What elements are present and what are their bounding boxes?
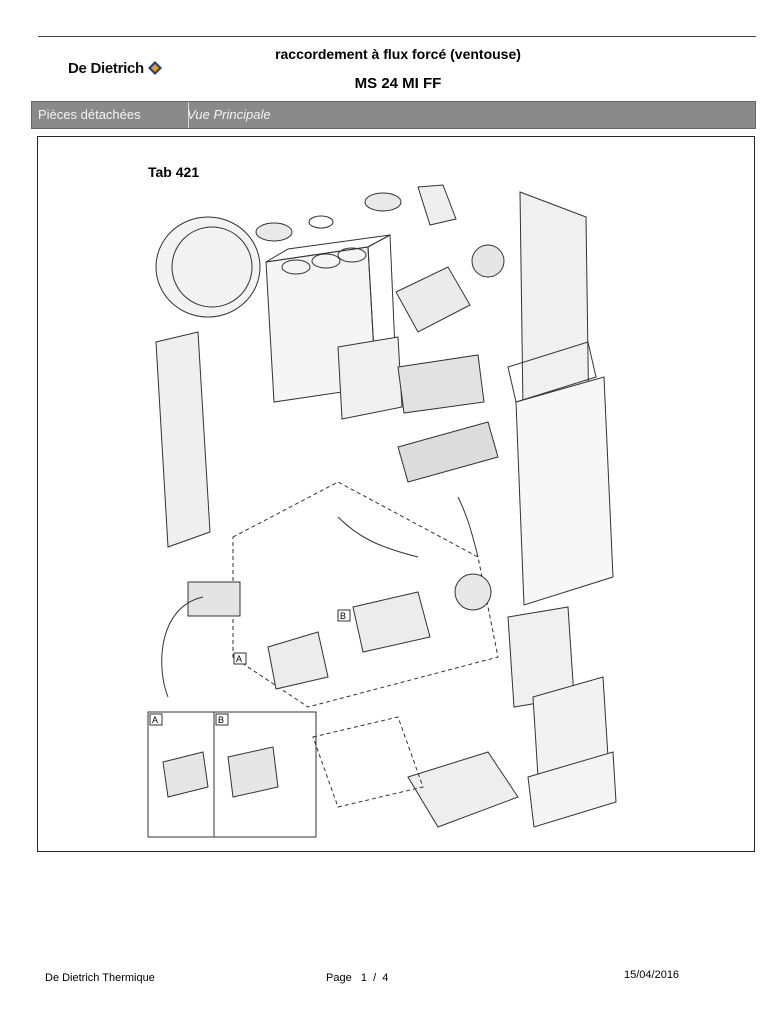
diagram-frame [37, 136, 755, 852]
model-title: MS 24 MI FF [354, 75, 442, 92]
footer-date: 15/04/2016 [624, 969, 680, 981]
footer-company: De Dietrich Thermique [45, 972, 155, 984]
document-title: raccordement à flux forcé (ventouse) [275, 46, 521, 62]
fan-hood [395, 266, 471, 333]
seal-kit-outline [312, 716, 424, 808]
diamond-logo-icon [147, 61, 162, 75]
view-label: Vue Principale [187, 107, 271, 122]
combustion-chamber [337, 336, 403, 420]
tab-label: Tab 421 [148, 164, 200, 180]
pump [454, 573, 492, 611]
exploded-parts-diagram: A B A B [147, 184, 617, 838]
brand-name: De Dietrich [68, 59, 144, 77]
burner [397, 421, 499, 483]
detail-inset [147, 711, 317, 838]
callout-a-label: A [236, 654, 242, 664]
hydraulic-block-a [267, 631, 329, 690]
front-casing [515, 376, 614, 606]
flue-cap [364, 192, 402, 212]
footer-page: Page 1 / 4 [326, 972, 389, 984]
header-rule [38, 36, 756, 37]
brand-logo: De Dietrich [68, 56, 188, 80]
detail-a-label: A [152, 715, 158, 725]
bottom-plate [407, 751, 519, 828]
hydraulic-block-b [352, 591, 431, 653]
heat-exchanger [397, 354, 485, 414]
detail-b-label: B [218, 715, 224, 725]
hydraulic-outline [232, 481, 499, 708]
section-bar: Pièces détachées Vue Principale [31, 101, 756, 129]
expansion-vessel [155, 216, 261, 318]
left-side-panel [155, 331, 211, 548]
callout-b-label: B [340, 611, 346, 621]
bottom-cover [527, 751, 617, 828]
section-label: Pièces détachées [32, 102, 189, 128]
